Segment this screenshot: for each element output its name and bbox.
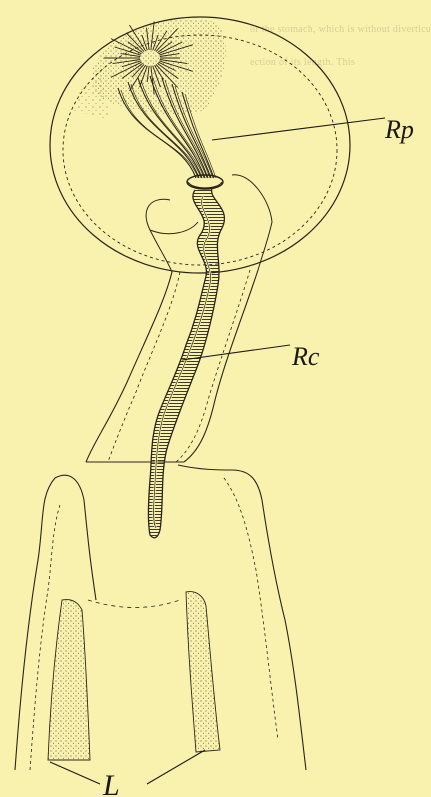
proboscis-canal — [149, 188, 225, 538]
label-l: L — [102, 769, 120, 797]
label-rp: Rp — [384, 115, 414, 144]
leader-line-l-right — [147, 750, 205, 784]
leader-line-l-left — [50, 762, 100, 784]
leader-line-rp — [212, 118, 385, 140]
stippled-bands — [48, 592, 220, 760]
label-rc: Rc — [291, 342, 320, 371]
